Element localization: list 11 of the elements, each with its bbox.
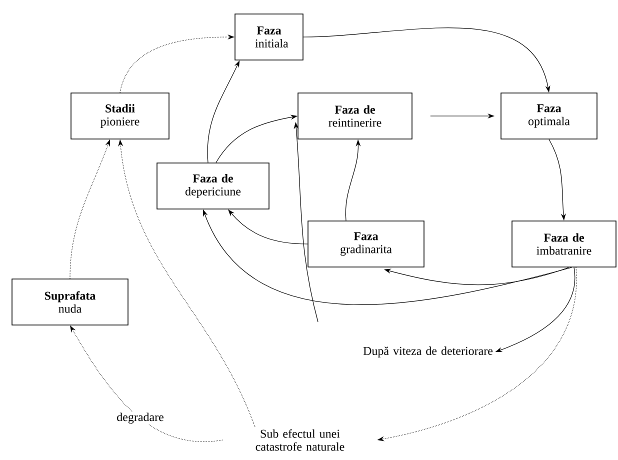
phase-box: Faza de depericiune (156, 162, 270, 210)
phase-box: Suprafata nuda (12, 278, 128, 326)
phase-box: Faza gradinarita (308, 220, 424, 268)
phase-box: Faza initiala (234, 14, 304, 60)
phase-box: Faza optimala (500, 92, 598, 140)
node-text: Sub efectul unei catastrofe naturale (256, 429, 344, 451)
phase-box: Faza de reintinerire (298, 92, 412, 140)
phase-box: Faza de imbatranire (512, 220, 616, 268)
node-text: După viteza de deteriorare (363, 346, 493, 358)
phase-box: Stadii pioniere (70, 92, 170, 140)
edge-label: degradare (116, 412, 165, 425)
